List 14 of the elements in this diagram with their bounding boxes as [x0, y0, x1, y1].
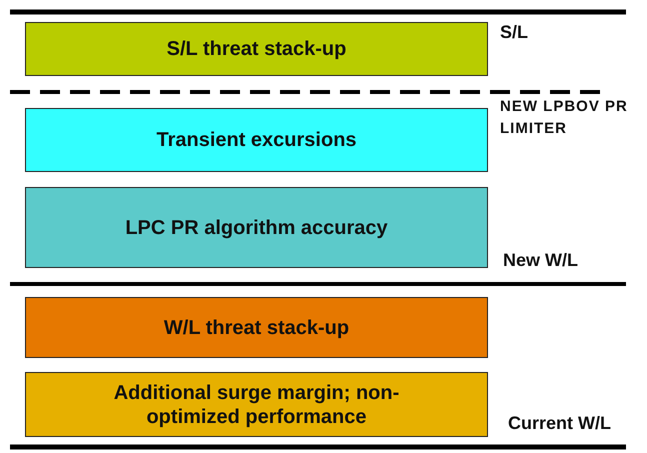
layer-box — [25, 297, 488, 358]
layer-box — [25, 22, 488, 76]
layer-label: W/L threat stack-up — [164, 316, 350, 340]
layer-box — [25, 372, 488, 437]
layer-box — [25, 187, 488, 268]
layer-label: Additional surge margin; non-optimized performance — [112, 380, 400, 428]
level-label: New W/L — [503, 250, 579, 271]
layer-label: LPC PR algorithm accuracy — [125, 216, 388, 240]
layer-label: S/L threat stack-up — [166, 37, 346, 61]
layer-box — [25, 108, 488, 172]
level-label: NEW LPBOV PR LIMITER — [500, 97, 629, 139]
layer-label: Transient excursions — [156, 128, 357, 152]
level-label: S/L — [500, 22, 530, 43]
level-label: Current W/L — [508, 413, 612, 434]
